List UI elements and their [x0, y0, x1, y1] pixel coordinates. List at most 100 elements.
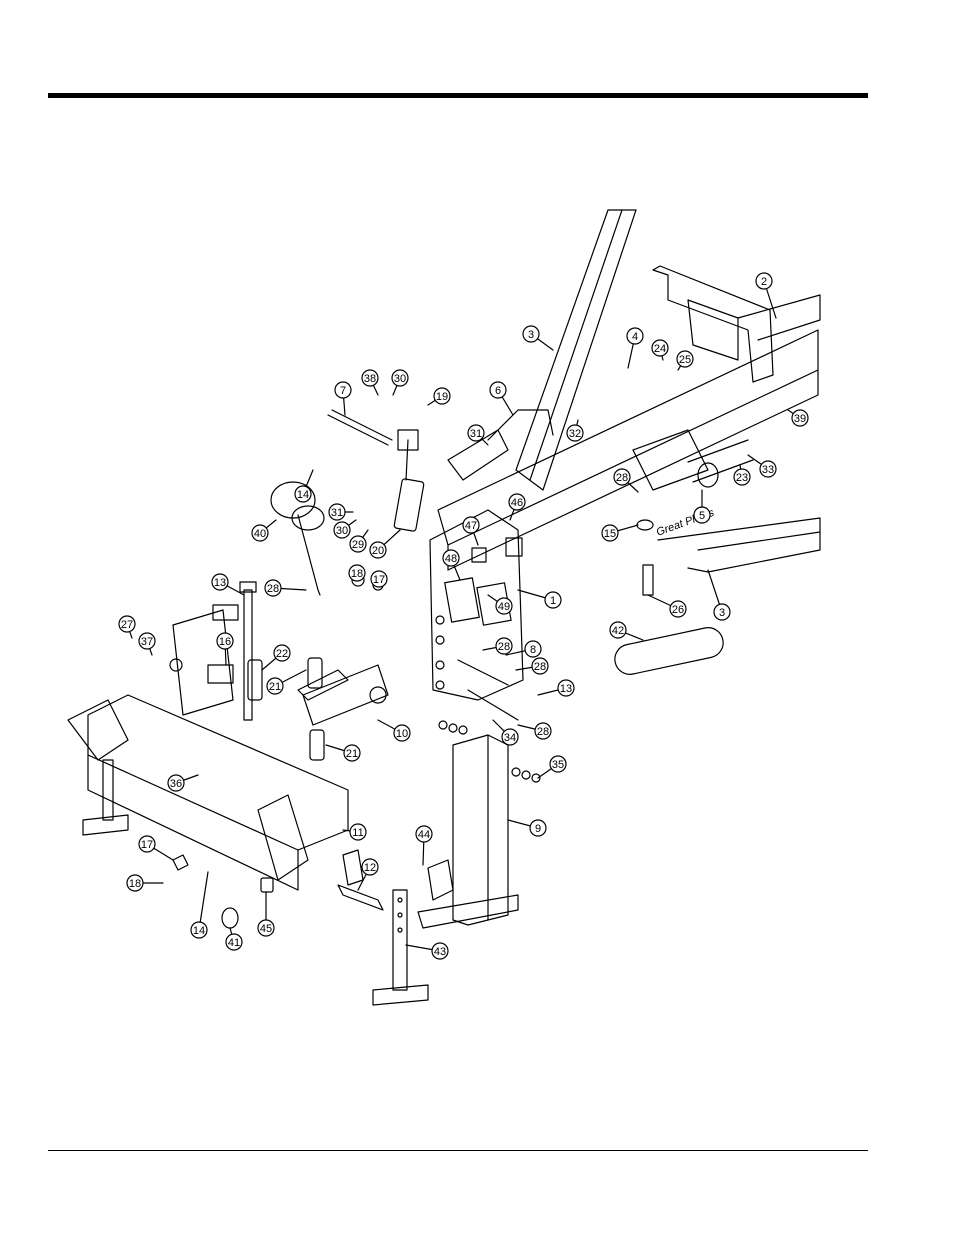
callout-circle — [713, 603, 731, 621]
callout-32: 32 — [566, 419, 584, 442]
callout-circle — [266, 677, 284, 695]
callout-circle — [190, 921, 208, 939]
callout-leader — [198, 871, 209, 931]
callout-circle — [501, 728, 519, 746]
header-link-right[interactable] — [467, 40, 660, 56]
callout-circle — [273, 644, 291, 662]
callout-circle — [733, 468, 751, 486]
callout-16: 16 — [216, 632, 234, 666]
callout-label: 44 — [418, 829, 430, 841]
callout-label: 23 — [736, 472, 748, 484]
callout-14: 14 — [190, 871, 209, 939]
callout-label: 12 — [364, 862, 376, 874]
callout-34: 34 — [492, 719, 519, 746]
callout-label: 37 — [141, 636, 153, 648]
callout-label: 21 — [269, 681, 281, 693]
callout-circle — [138, 835, 156, 853]
callout-circle — [467, 424, 485, 442]
callout-42: 42 — [609, 621, 644, 641]
callout-circle — [415, 825, 433, 843]
callout-22: 22 — [261, 644, 291, 671]
callout-label: 4 — [632, 331, 638, 343]
callout-47: 47 — [462, 516, 480, 546]
callout-circle — [264, 579, 282, 597]
callout-circle — [755, 272, 773, 290]
callout-17: 17 — [138, 835, 174, 861]
callout-label: 18 — [351, 568, 363, 580]
top-rule — [48, 93, 868, 98]
callout-30: 30 — [391, 369, 409, 396]
callout-circle — [442, 549, 460, 567]
callout-39: 39 — [787, 409, 809, 427]
callout-circle — [369, 541, 387, 559]
callout-45: 45 — [257, 891, 275, 937]
callout-circle — [613, 468, 631, 486]
callout-label: 46 — [511, 497, 523, 509]
callout-label: 2 — [761, 276, 767, 288]
callout-label: 18 — [129, 878, 141, 890]
callout-label: 17 — [141, 839, 153, 851]
callout-circle — [333, 521, 351, 539]
callout-29: 29 — [349, 529, 369, 553]
callout-46: 46 — [508, 493, 526, 521]
callout-3: 3 — [522, 325, 554, 351]
callout-circle — [126, 874, 144, 892]
callout-2: 2 — [755, 272, 777, 319]
callout-circle — [529, 819, 547, 837]
callout-10: 10 — [377, 719, 411, 742]
callout-circle — [370, 570, 388, 588]
callout-31: 31 — [467, 424, 489, 446]
callout-21: 21 — [266, 669, 307, 695]
callout-40: 40 — [251, 519, 277, 542]
callout-label: 40 — [254, 528, 266, 540]
callout-label: 11 — [352, 827, 363, 839]
callout-circle — [225, 933, 243, 951]
callout-8: 8 — [505, 640, 542, 658]
callout-label: 16 — [219, 636, 231, 648]
callout-circle — [676, 350, 694, 368]
callout-44: 44 — [415, 825, 433, 866]
callout-label: 38 — [364, 373, 376, 385]
callout-label: 32 — [569, 428, 581, 440]
callout-circle — [349, 535, 367, 553]
callout-label: 29 — [352, 539, 364, 551]
callout-23: 23 — [733, 464, 751, 486]
callout-label: 9 — [535, 823, 541, 835]
callout-38: 38 — [361, 369, 379, 396]
callout-circle — [531, 657, 549, 675]
callout-circle — [557, 679, 575, 697]
callout-label: 49 — [498, 601, 510, 613]
callout-label: 22 — [276, 648, 288, 660]
callout-label: 28 — [616, 472, 628, 484]
callout-18: 18 — [126, 874, 164, 892]
callout-label: 14 — [297, 489, 309, 501]
callout-31: 31 — [328, 503, 354, 521]
callout-circle — [534, 722, 552, 740]
callout-circle — [524, 640, 542, 658]
callout-6: 6 — [489, 381, 514, 416]
callout-label: 25 — [679, 354, 691, 366]
callout-30: 30 — [333, 519, 357, 539]
callout-circle — [294, 485, 312, 503]
callout-circle — [508, 493, 526, 511]
callout-label: 34 — [504, 732, 516, 744]
callout-label: 28 — [534, 661, 546, 673]
callout-label: 27 — [121, 619, 133, 631]
callout-label: 39 — [794, 413, 806, 425]
callout-label: 36 — [170, 778, 182, 790]
callout-11: 11 — [342, 823, 367, 841]
callout-label: 21 — [346, 748, 358, 760]
callout-label: 8 — [530, 644, 536, 656]
callout-circle — [609, 621, 627, 639]
callout-circle — [489, 381, 507, 399]
callout-17: 17 — [370, 570, 388, 588]
callout-circle — [216, 632, 234, 650]
header-link-left[interactable] — [257, 40, 438, 56]
callout-27: 27 — [118, 615, 136, 639]
callout-33: 33 — [747, 454, 777, 478]
callout-13: 13 — [211, 573, 245, 596]
callout-35: 35 — [537, 755, 567, 779]
callout-label: 47 — [465, 520, 477, 532]
callout-14: 14 — [294, 469, 314, 503]
callout-label: 33 — [762, 464, 774, 476]
